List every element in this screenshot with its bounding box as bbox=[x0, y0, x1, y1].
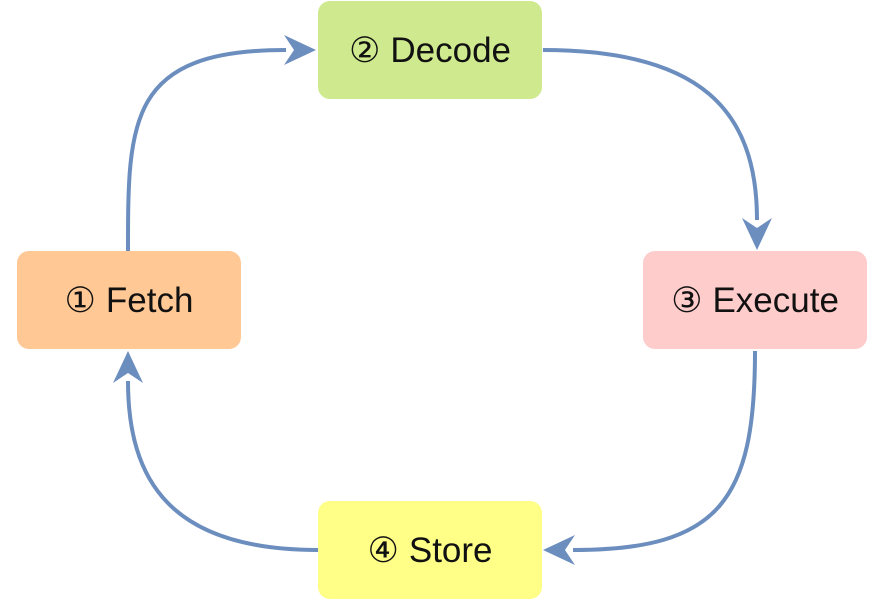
fetch-node: ① Fetch bbox=[17, 251, 241, 349]
decode-node: ② Decode bbox=[318, 1, 542, 99]
arrow-decode-to-execute bbox=[542, 48, 759, 221]
arrow-execute-to-store bbox=[572, 350, 757, 552]
arrow-store-to-fetch bbox=[126, 380, 319, 552]
arrowhead-decode-to-execute bbox=[742, 218, 772, 250]
decode-number: ② bbox=[348, 30, 381, 70]
store-node: ④ Store bbox=[318, 501, 542, 599]
arrowhead-fetch-to-decode bbox=[284, 35, 316, 65]
store-number: ④ bbox=[367, 530, 399, 570]
store-label: Store bbox=[408, 530, 493, 570]
arrowhead-store-to-fetch bbox=[113, 351, 143, 383]
fetch-number: ① bbox=[64, 280, 96, 320]
arrow-fetch-to-decode bbox=[126, 48, 287, 252]
fetch-label: Fetch bbox=[105, 280, 194, 320]
execute-number: ③ bbox=[671, 280, 703, 320]
execute-node: ③ Execute bbox=[643, 251, 867, 349]
execute-label: Execute bbox=[712, 280, 839, 320]
decode-label: Decode bbox=[390, 30, 512, 70]
arrowhead-execute-to-store bbox=[543, 535, 575, 565]
